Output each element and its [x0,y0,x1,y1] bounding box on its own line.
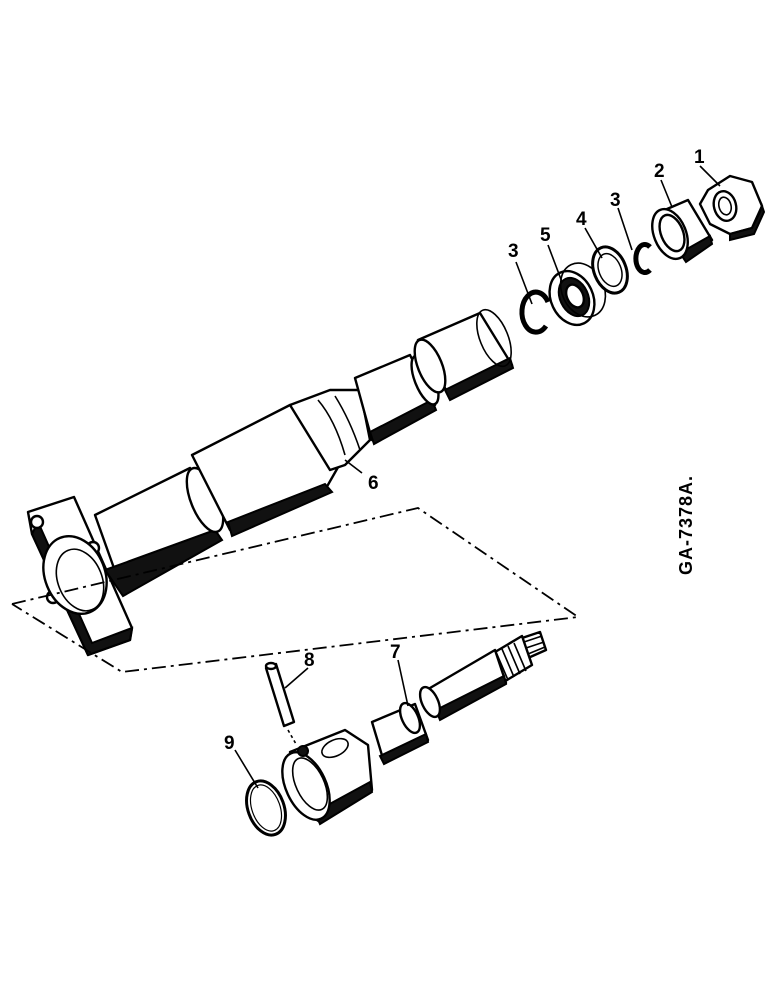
callout-5: 5 [540,225,551,246]
leader-lines [234,165,721,789]
callout-6: 6 [368,473,379,494]
callout-3-right: 3 [610,190,621,211]
callout-8: 8 [304,650,315,671]
snap-ring-left [519,289,551,335]
yoke-shaft [281,630,548,826]
callout-7: 7 [390,642,401,663]
washer [591,245,629,295]
callout-4: 4 [576,209,587,230]
callout-1: 1 [694,147,705,168]
figure-reference: GA-7378A. [676,475,696,575]
o-ring [245,779,287,837]
callout-2: 2 [654,161,665,182]
callout-9: 9 [224,733,235,754]
hex-nut [698,174,766,242]
snap-ring-right [633,242,652,275]
alignment-line [11,507,581,673]
callout-3-left: 3 [508,241,519,262]
sleeve [651,198,714,264]
housing-tube [26,308,515,657]
roll-pin [264,661,297,745]
